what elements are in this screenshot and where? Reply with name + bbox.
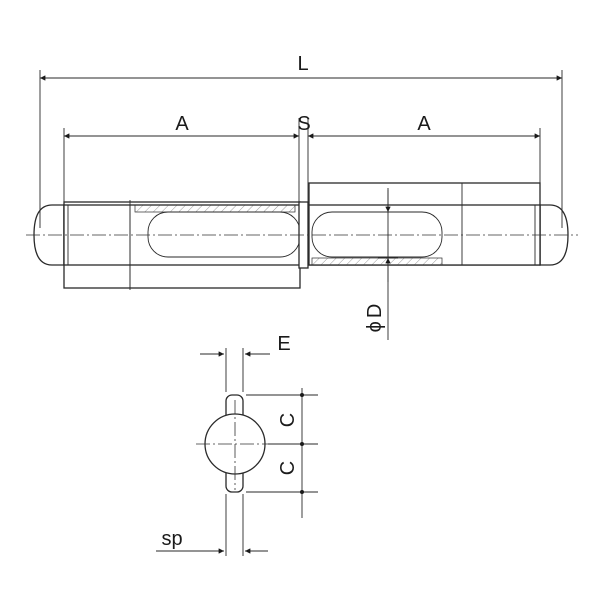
label-L: L: [297, 53, 308, 75]
label-C-lower: C: [277, 461, 299, 475]
right-slot: [311, 211, 443, 258]
label-C-upper: C: [277, 413, 299, 427]
label-S: S: [297, 113, 310, 135]
dimension-S: S: [297, 113, 311, 202]
end-view: [196, 394, 276, 493]
label-sp: sp: [161, 528, 182, 550]
right-hatch: [311, 257, 443, 266]
left-hatch: [134, 204, 296, 213]
label-A-left: A: [175, 113, 189, 135]
side-view: [26, 182, 578, 290]
dimension-C: C C: [246, 388, 318, 518]
label-E: E: [277, 333, 290, 355]
dimension-A-left: A: [63, 113, 300, 205]
label-A-right: A: [417, 113, 431, 135]
dimension-A-right: A: [308, 113, 541, 205]
dimension-D: ϕD: [364, 188, 398, 340]
dimension-sp: sp: [156, 494, 268, 556]
dimension-E: E: [200, 333, 291, 392]
label-D: ϕD: [364, 304, 386, 333]
dimension-L: L: [39, 53, 563, 228]
